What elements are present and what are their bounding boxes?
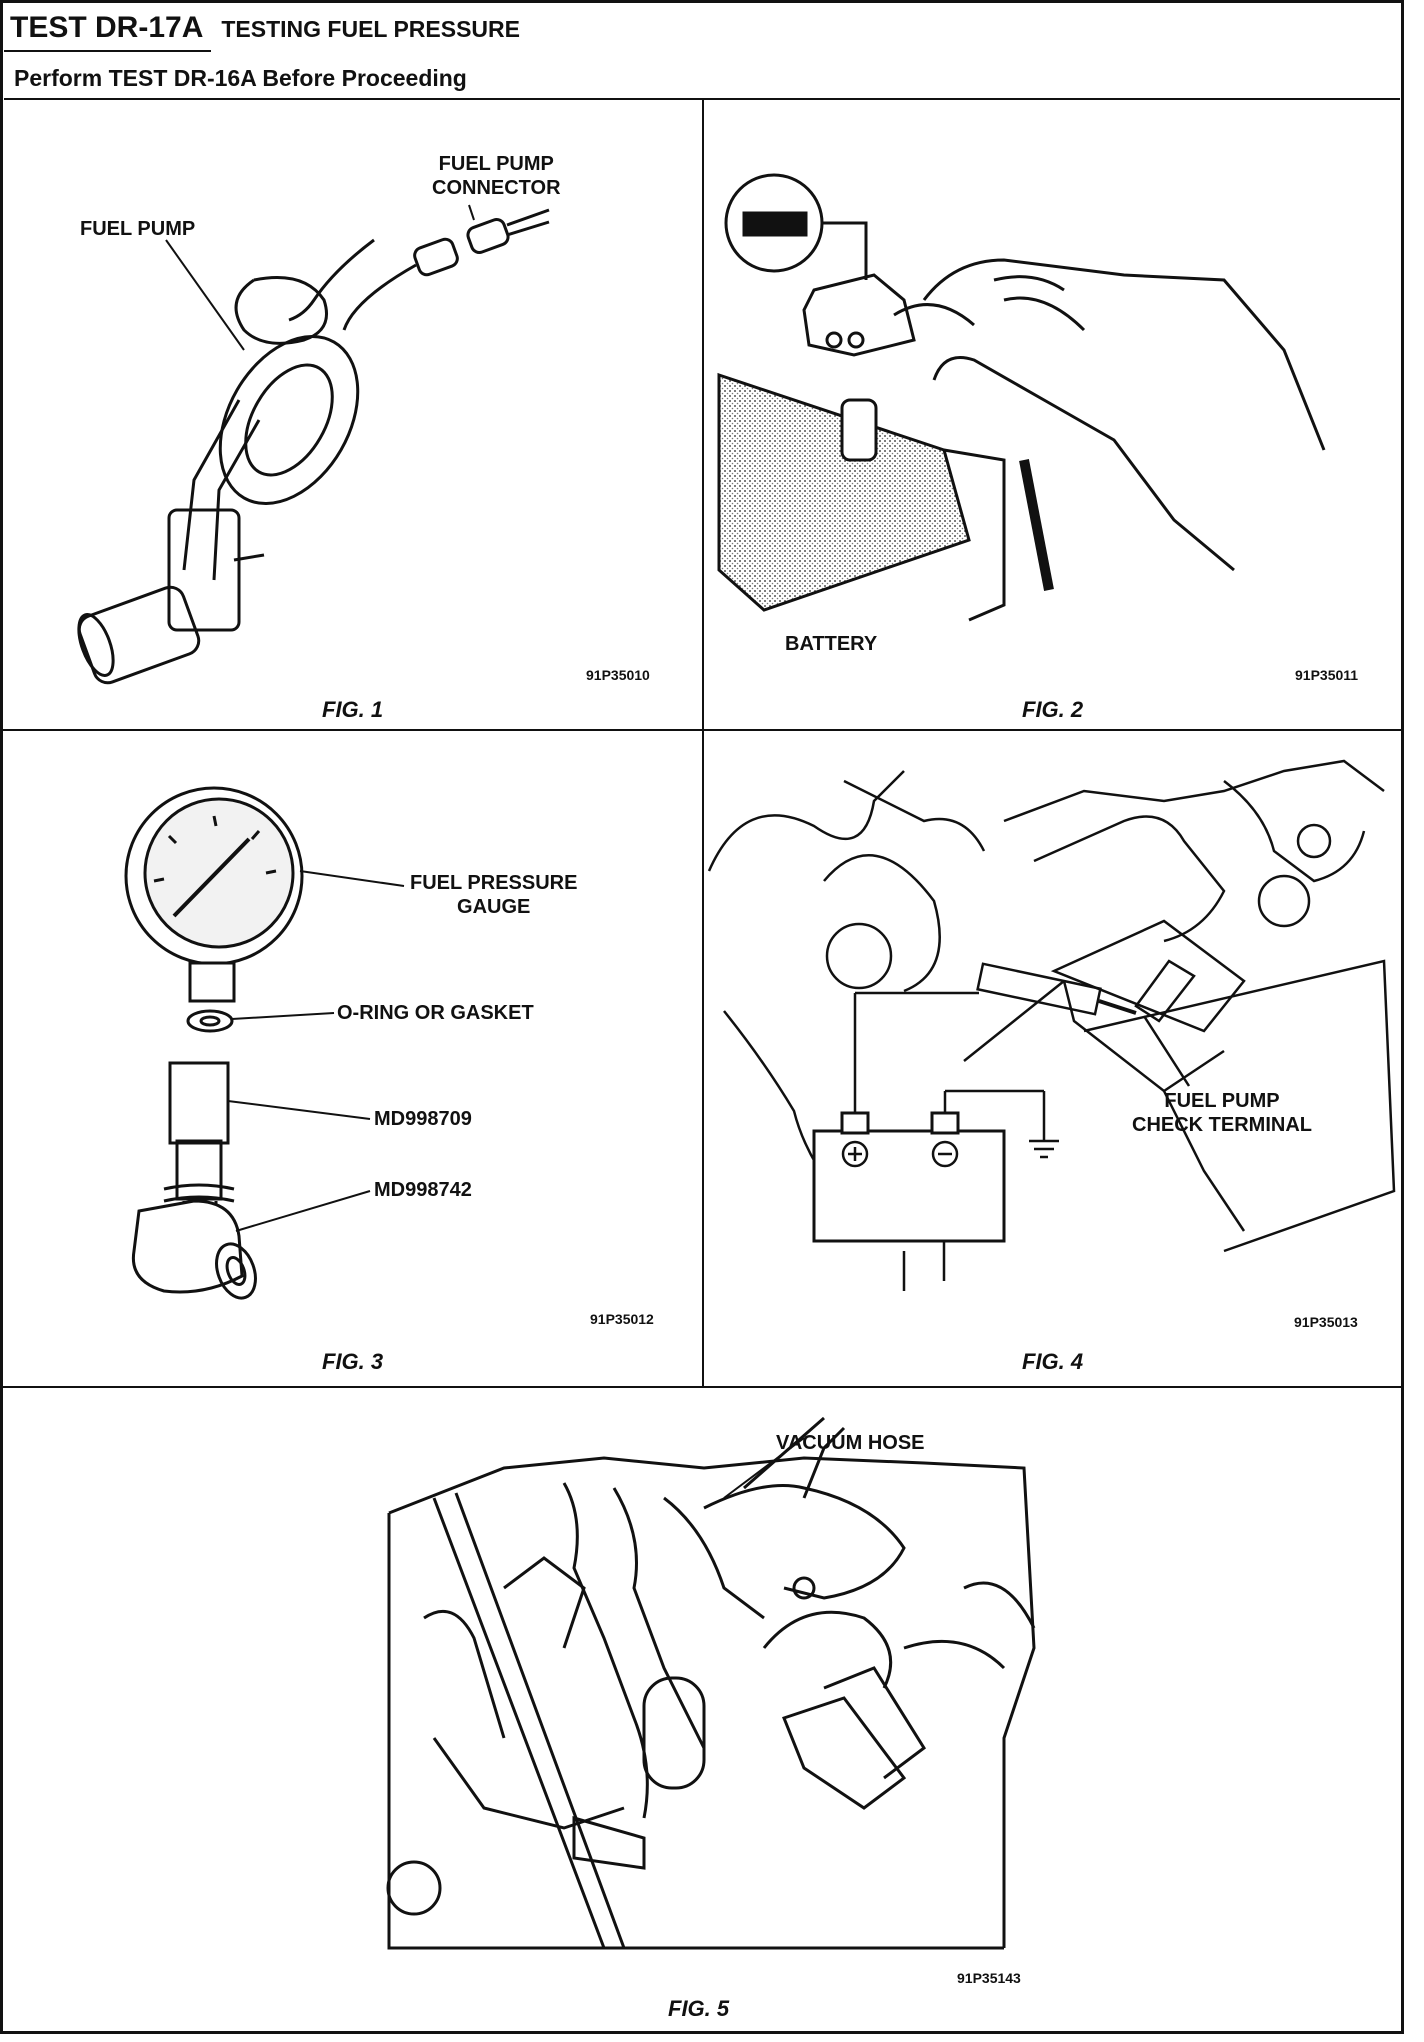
test-title: TESTING FUEL PRESSURE	[221, 15, 520, 42]
fuel-pressure-gauge-label: FUEL PRESSURE GAUGE	[410, 872, 578, 918]
figure-5-caption: FIG. 5	[668, 1996, 730, 2021]
figure-5-panel: VACUUM HOSE 91P35143 FIG. 5	[4, 1388, 1401, 2034]
figure-4-panel: FUEL PUMP CHECK TERMINAL 91P35013 FIG. 4	[704, 731, 1401, 1386]
vacuum-hose-label: VACUUM HOSE	[776, 1432, 925, 1454]
test-header: TEST DR-17A TESTING FUEL PRESSURE	[4, 4, 1400, 54]
grid-divider-column	[702, 100, 704, 1387]
figure-3-caption: FIG. 3	[322, 1349, 384, 1374]
fuel-pump-check-terminal-illustration	[707, 759, 1396, 1291]
o-ring-label: O-RING OR GASKET	[337, 1002, 534, 1024]
grid-divider-row2	[3, 1386, 1401, 1388]
fuel-pressure-gauge-illustration	[124, 786, 405, 1300]
subheading-bar: Perform TEST DR-16A Before Proceeding	[4, 58, 1400, 100]
test-id: TEST DR-17A	[4, 6, 212, 52]
figure-1-panel: FUEL PUMP FUEL PUMP CONNECTOR 91P35010 F…	[4, 100, 702, 729]
figure-1-caption: FIG. 1	[322, 697, 384, 722]
figure-2-caption: FIG. 2	[1022, 697, 1084, 722]
figure-2-panel: BATTERY 91P35011 FIG. 2	[704, 100, 1401, 729]
fuel-pump-check-terminal-label: FUEL PUMP CHECK TERMINAL	[1132, 1090, 1312, 1136]
figure-4-code: 91P35013	[1294, 1314, 1358, 1330]
subheading: Perform TEST DR-16A Before Proceeding	[14, 64, 467, 91]
figure-2-code: 91P35011	[1295, 667, 1359, 683]
battery-negative-terminal-illustration	[717, 173, 1326, 622]
figure-4-caption: FIG. 4	[1022, 1349, 1084, 1374]
fuel-pump-label: FUEL PUMP	[80, 218, 196, 240]
figure-5-code: 91P35143	[957, 1970, 1021, 1986]
figure-3-panel: FUEL PRESSURE GAUGE O-RING OR GASKET MD9…	[4, 731, 702, 1386]
figure-3-code: 91P35012	[590, 1311, 654, 1327]
fuel-pump-illustration	[77, 204, 550, 685]
figure-1-code: 91P35010	[586, 667, 650, 683]
vacuum-hose-illustration	[386, 1416, 1036, 1950]
fuel-pump-connector-label: FUEL PUMP CONNECTOR	[432, 153, 561, 199]
battery-label: BATTERY	[785, 633, 878, 655]
md998742-label: MD998742	[374, 1179, 472, 1201]
md998709-label: MD998709	[374, 1108, 472, 1130]
